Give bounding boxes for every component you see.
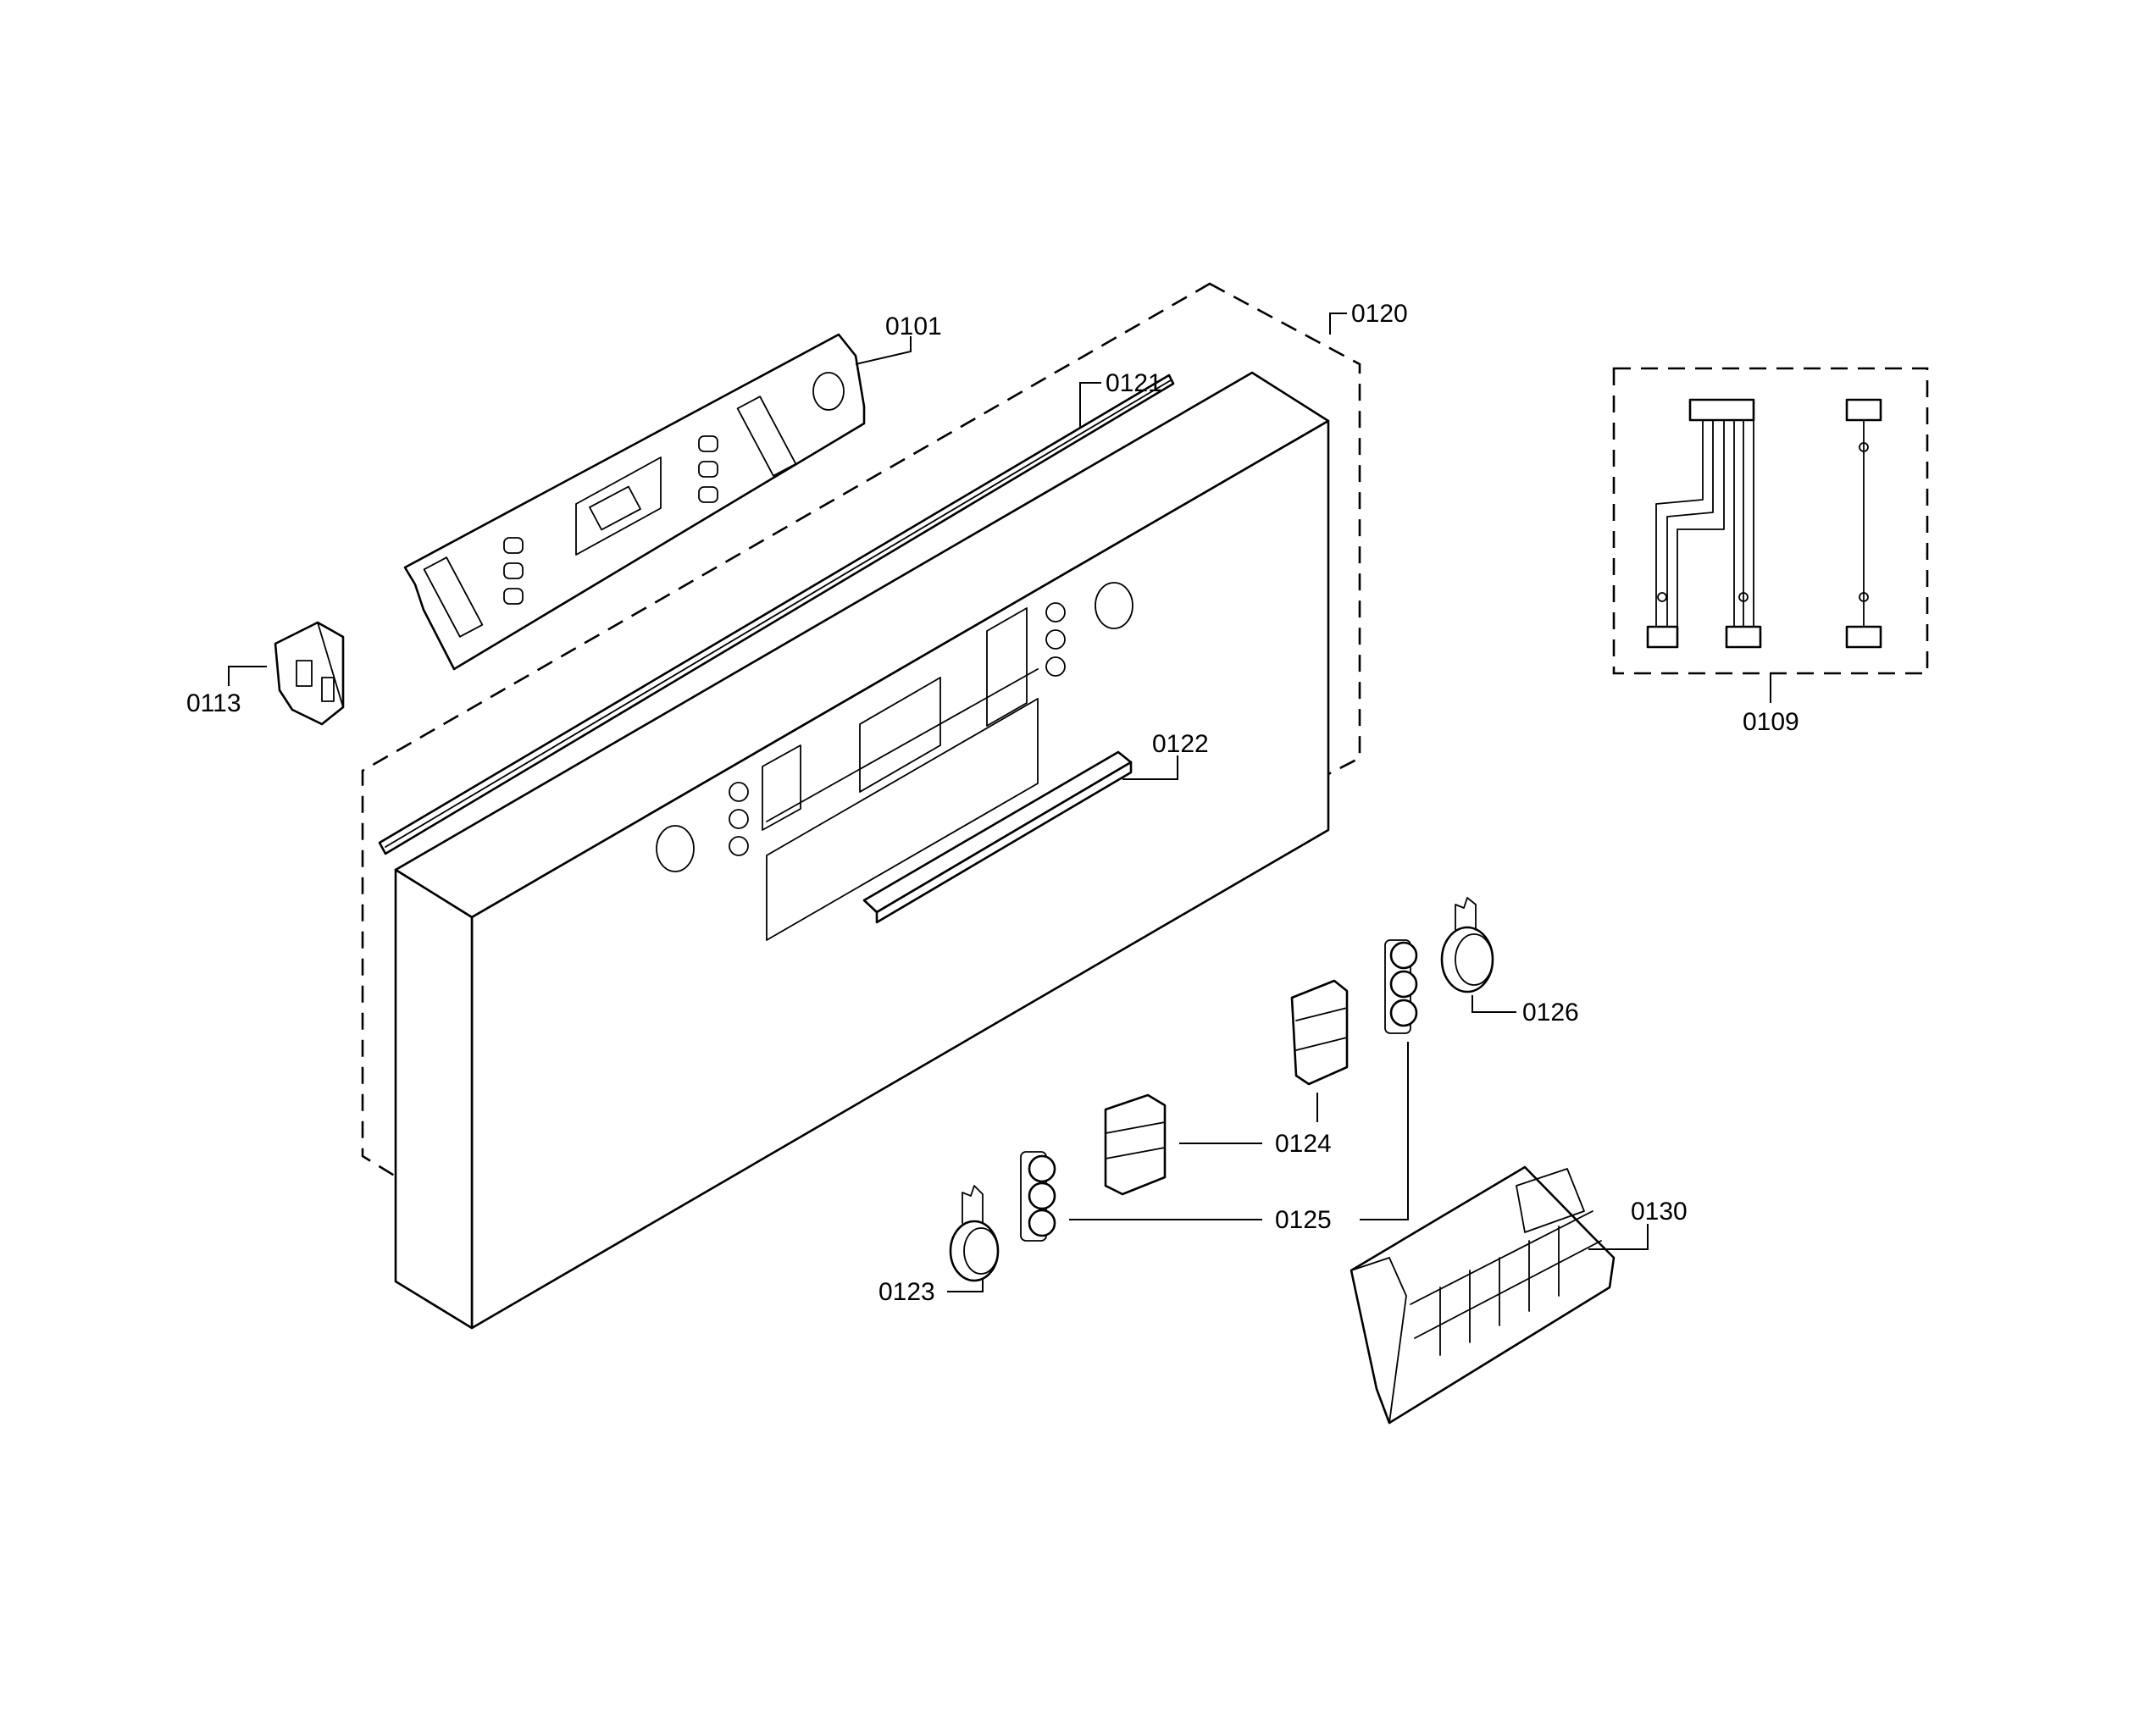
- label-0124: 0124: [1275, 1130, 1332, 1158]
- part-0122-handle-strip: [862, 750, 1133, 924]
- part-0124-light-guide-lower: [1104, 1093, 1167, 1196]
- label-0123: 0123: [878, 1278, 935, 1306]
- label-0101: 0101: [885, 313, 942, 340]
- label-0120: 0120: [1351, 300, 1408, 328]
- part-0124-light-guide-upper: [1290, 979, 1349, 1086]
- part-0101-control-board: [403, 333, 866, 671]
- label-0126: 0126: [1522, 999, 1579, 1026]
- part-0109-wiring-harness: [1646, 398, 1882, 649]
- assembly-0120-boundary: [361, 282, 1361, 1220]
- control-panel-fascia: [394, 371, 1330, 1330]
- label-0125: 0125: [1275, 1206, 1332, 1234]
- part-0125-buttons-upper: [1384, 939, 1418, 1034]
- label-0121: 0121: [1106, 369, 1162, 397]
- label-0113: 0113: [186, 689, 241, 717]
- part-0113-connector-block: [274, 621, 345, 726]
- part-0130-bracket: [1350, 1165, 1616, 1425]
- label-0130: 0130: [1631, 1198, 1688, 1226]
- label-0122: 0122: [1152, 730, 1209, 758]
- label-0109: 0109: [1743, 708, 1799, 736]
- part-0121-trim-strip: [378, 374, 1175, 855]
- part-0123-knob: [949, 1185, 1000, 1282]
- part-0125-buttons-lower: [1020, 1151, 1056, 1242]
- leader-lines: [228, 313, 1771, 1292]
- part-0126-knob: [1440, 897, 1494, 993]
